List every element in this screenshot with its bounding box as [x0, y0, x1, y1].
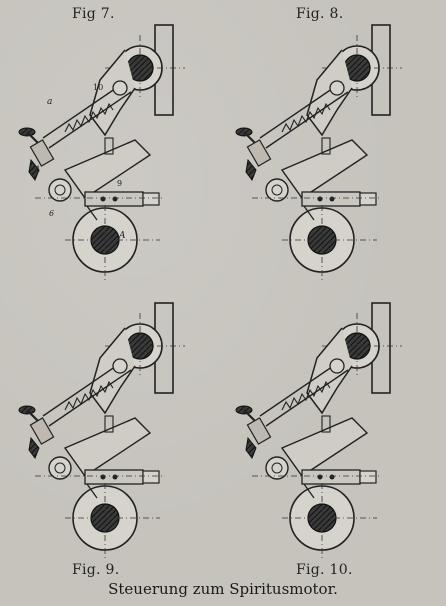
fig-7-drawing: a 10 4 9 6 A: [17, 23, 187, 282]
fig7-annotation-6: 6: [49, 209, 54, 218]
fig7-annotation-a: a: [47, 97, 52, 107]
fig7-annotation-4: 4: [35, 165, 40, 174]
fig-7-label: Fig 7.: [72, 6, 115, 22]
fig-8-label: Fig. 8.: [296, 6, 344, 22]
fig-10-drawing: [234, 301, 404, 560]
fig-8-drawing: [234, 23, 404, 282]
fig7-annotation-A: A: [118, 231, 126, 241]
fig7-annotation-9: 9: [117, 179, 122, 188]
fig7-annotation-10: 10: [93, 83, 103, 92]
fig-10-label: Fig. 10.: [296, 562, 353, 578]
fig-9-drawing: [17, 301, 187, 560]
fig-9-label: Fig. 9.: [72, 562, 120, 578]
caption: Steuerung zum Spiritusmotor.: [108, 580, 338, 598]
